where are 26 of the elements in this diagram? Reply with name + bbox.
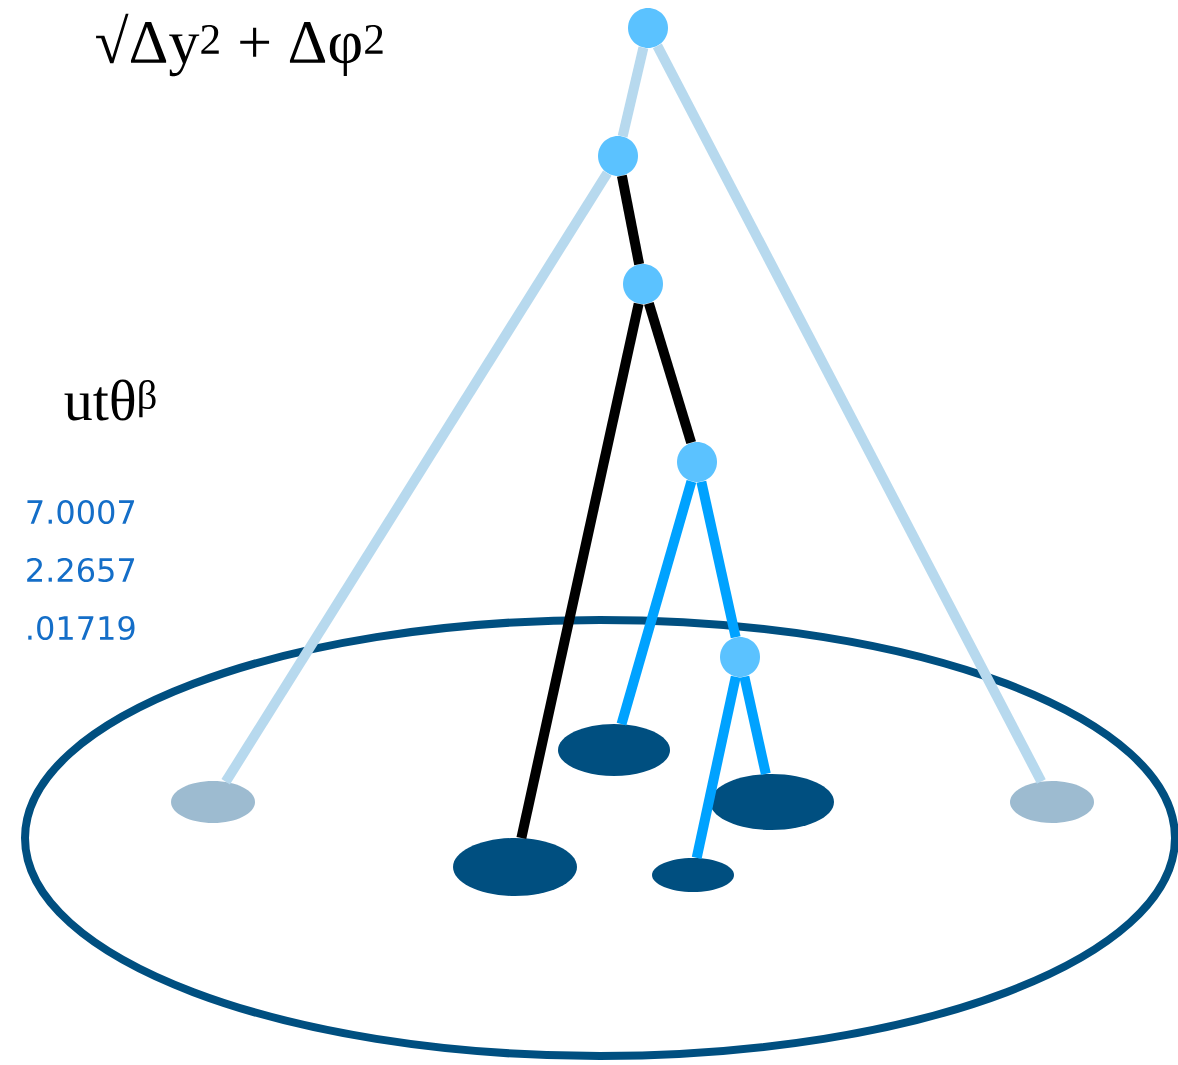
branch-line bbox=[696, 480, 741, 639]
tree-node bbox=[677, 442, 717, 482]
tree-node bbox=[720, 637, 760, 677]
value-label: 7.0007 bbox=[27, 499, 135, 525]
branch-line bbox=[617, 46, 649, 138]
branch-line bbox=[616, 174, 645, 266]
particle-blob bbox=[558, 724, 670, 776]
branch-line bbox=[516, 302, 644, 840]
branch-line bbox=[652, 43, 1046, 784]
particle-blob bbox=[1010, 781, 1094, 823]
branch-line bbox=[691, 675, 741, 859]
branch-line bbox=[221, 170, 612, 785]
tree-node bbox=[598, 136, 638, 176]
branch-line bbox=[644, 301, 696, 445]
branch-line bbox=[616, 480, 697, 726]
branch-line bbox=[739, 675, 771, 776]
formula-label: √Δy$^{2}$ + Δφ$^{2}$ bbox=[96, 13, 383, 77]
particle-blob bbox=[453, 838, 577, 896]
particle-blob bbox=[171, 781, 255, 823]
formula-label: utθ$^{β}$ bbox=[64, 379, 156, 421]
tree-node bbox=[623, 264, 663, 304]
tree-node bbox=[628, 8, 668, 48]
particle-blob bbox=[652, 858, 734, 892]
value-label: 2.2657 bbox=[27, 557, 135, 583]
value-label: .01719 bbox=[28, 615, 135, 641]
particle-blob bbox=[710, 774, 834, 830]
